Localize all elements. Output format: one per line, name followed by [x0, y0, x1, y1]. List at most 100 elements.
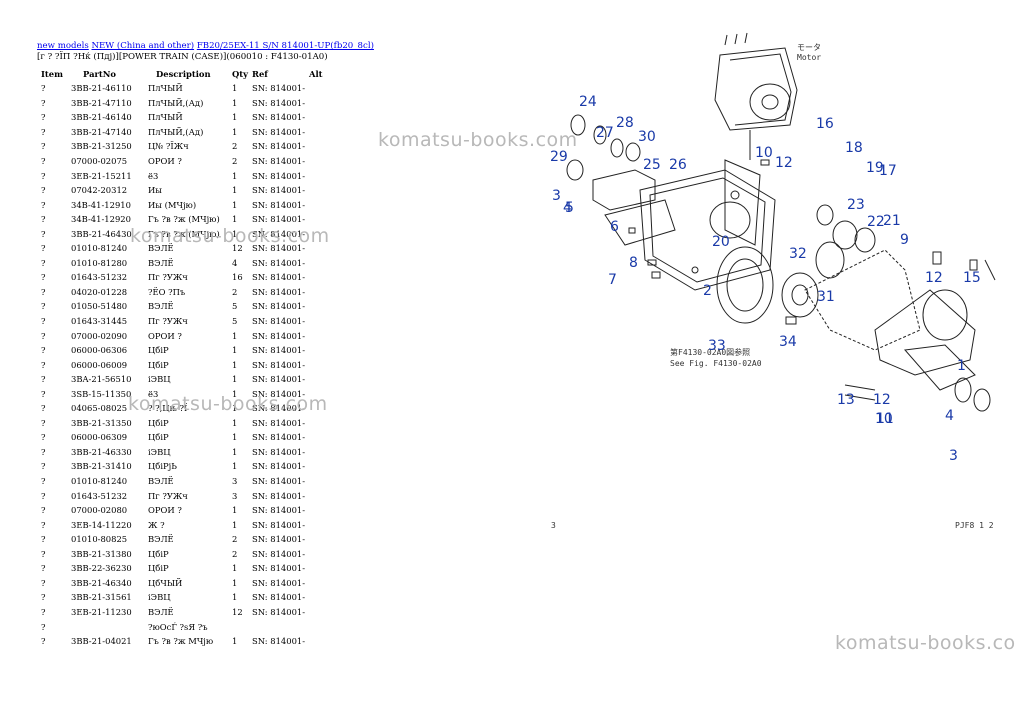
- cell-alt: [309, 605, 339, 620]
- cell-item: ?: [41, 446, 46, 457]
- cell-alt: [309, 357, 339, 372]
- cell-item: ?: [41, 185, 46, 196]
- cell-alt: [309, 285, 339, 300]
- cell-qty: 1: [232, 432, 238, 443]
- cell-alt: [309, 488, 339, 503]
- cell-item: ?: [41, 563, 46, 574]
- cell-description: ЦбіР: [148, 359, 169, 370]
- cell-alt: [309, 139, 339, 154]
- cell-ref: SN: 814001-: [252, 316, 306, 327]
- cell-description: ЦбіР: [148, 548, 169, 559]
- cell-item: ?: [41, 286, 46, 297]
- breadcrumb-link-new-models[interactable]: new models: [37, 41, 89, 51]
- callout-number: 10: [875, 411, 893, 427]
- cell-item: ?: [41, 519, 46, 530]
- callout-number: 33: [708, 338, 726, 354]
- cell-qty: 16: [232, 272, 243, 283]
- cell-ref: SN: 814001-: [252, 272, 306, 283]
- cell-partno: 3BB-21-46340: [71, 577, 132, 588]
- cell-partno: 01010-81280: [71, 257, 128, 268]
- motor-label-jp: モータ: [797, 43, 821, 52]
- callout-number: 10: [755, 145, 773, 161]
- callout-number: 32: [789, 246, 807, 262]
- cell-partno: 3BA-21-56510: [71, 374, 132, 385]
- cell-ref: SN: 814001-: [252, 534, 306, 545]
- cell-partno: 3BB-22-36230: [71, 563, 132, 574]
- cell-partno: 3SB-15-11350: [71, 388, 132, 399]
- cell-partno: 01050-51480: [71, 301, 128, 312]
- cell-description: ВЭЛЁ: [148, 606, 174, 617]
- callout-number: 4: [945, 408, 954, 424]
- callout-number: 31: [817, 289, 835, 305]
- breadcrumb-link-china[interactable]: NEW (China and other): [91, 41, 195, 51]
- cell-partno: 3BB-21-46140: [71, 112, 132, 123]
- cell-description: Пг ?УЖч: [148, 272, 188, 283]
- cell-item: ?: [41, 374, 46, 385]
- diagram-page-code: PJF8 1 2: [955, 521, 994, 530]
- cell-partno: 3BB-21-46330: [71, 446, 132, 457]
- cell-item: ?: [41, 243, 46, 254]
- cell-alt: [309, 125, 339, 140]
- cell-description: Ц№ ?ЇЖч: [148, 141, 189, 152]
- cell-alt: [309, 576, 339, 591]
- cell-qty: 1: [232, 446, 238, 457]
- cell-item: ?: [41, 490, 46, 501]
- cell-partno: 3BB-21-31561: [71, 592, 132, 603]
- cell-description: ЦбЧЫЙ: [148, 577, 183, 588]
- cell-partno: 01643-51232: [71, 490, 128, 501]
- cell-item: ?: [41, 330, 46, 341]
- callout-number: 29: [550, 149, 568, 165]
- cell-ref: SN: 814001-: [252, 214, 306, 225]
- cell-qty: 3: [232, 476, 238, 487]
- cell-partno: 06000-06306: [71, 345, 128, 356]
- cell-item: ?: [41, 272, 46, 283]
- cell-qty: 1: [232, 359, 238, 370]
- cell-alt: [309, 168, 339, 183]
- cell-item: ?: [41, 388, 46, 399]
- cell-ref: SN: 814001-: [252, 417, 306, 428]
- cell-ref: SN: 814001-: [252, 461, 306, 472]
- cell-description: ЦбіРјЬ: [148, 461, 177, 472]
- cell-partno: 3BB-21-04021: [71, 636, 132, 647]
- callout-number: 12: [775, 155, 793, 171]
- cell-qty: 1: [232, 112, 238, 123]
- callout-number: 24: [579, 94, 597, 110]
- motor-label-en: Motor: [797, 53, 821, 62]
- cell-item: ?: [41, 359, 46, 370]
- cell-qty: 1: [232, 83, 238, 94]
- cell-partno: 3BB-21-46110: [71, 83, 132, 94]
- cell-ref: SN: 814001-: [252, 606, 306, 617]
- cell-ref: SN: 814001-: [252, 359, 306, 370]
- cell-qty: 1: [232, 228, 238, 239]
- callout-number: 5: [565, 200, 574, 216]
- header-item: Item: [41, 68, 63, 79]
- cell-partno: 3EB-14-11220: [71, 519, 132, 530]
- cell-ref: SN: 814001-: [252, 505, 306, 516]
- cell-description: Иы: [148, 185, 162, 196]
- cell-item: ?: [41, 403, 46, 414]
- cell-description: ВЭЛЁ: [148, 301, 174, 312]
- see-figure-note-jp: 第F4130-02A0図参照: [670, 347, 750, 357]
- cell-item: ?: [41, 606, 46, 617]
- cell-description: ПлЧЫЙ: [148, 112, 183, 123]
- cell-item: ?: [41, 577, 46, 588]
- cell-alt: [309, 372, 339, 387]
- cell-partno: 34B-41-12910: [71, 199, 131, 210]
- breadcrumb-link-model[interactable]: FB20/25EX-11 S/N 814001-UP(fb20_8cl): [196, 41, 374, 51]
- cell-qty: 1: [232, 563, 238, 574]
- exploded-parts-diagram: モータ Motor: [550, 32, 996, 530]
- cell-alt: [309, 154, 339, 169]
- cell-item: ?: [41, 548, 46, 559]
- cell-ref: SN: 814001-: [252, 228, 306, 239]
- cell-description: ЦбіР: [148, 432, 169, 443]
- cell-qty: 1: [232, 97, 238, 108]
- cell-partno: 06000-06009: [71, 359, 128, 370]
